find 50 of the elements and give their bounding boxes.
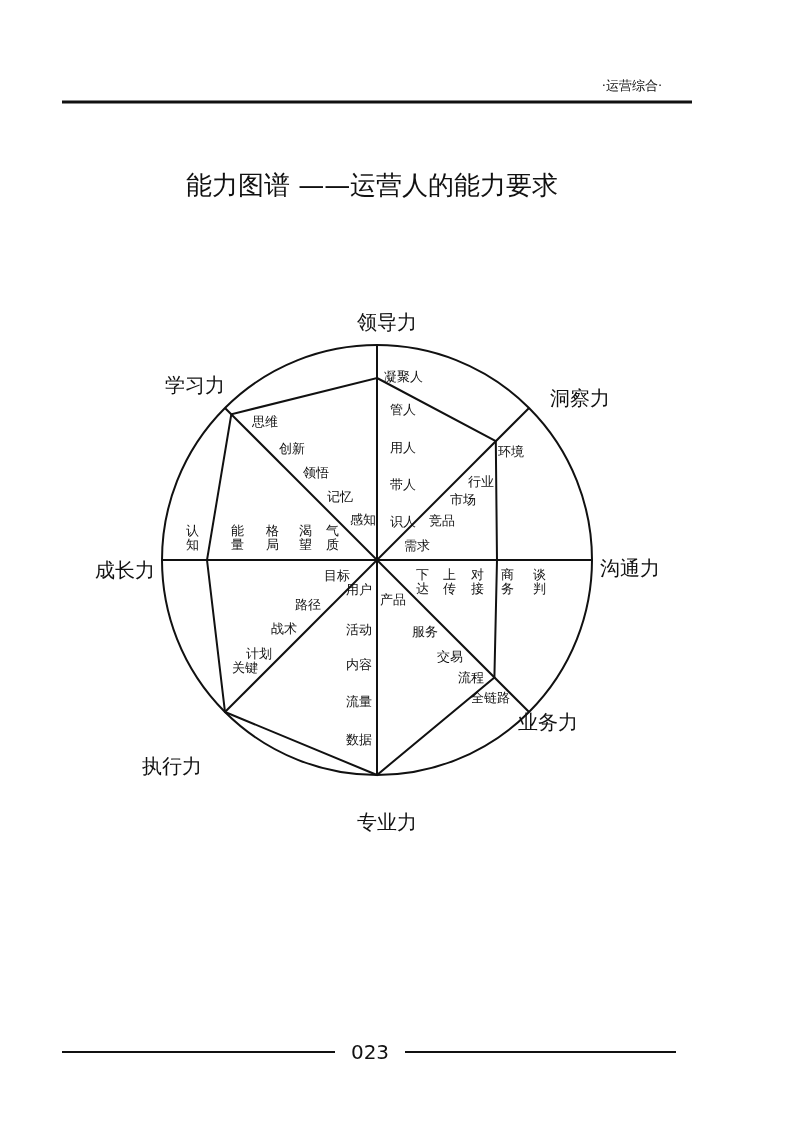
tick-label: 记忆 bbox=[327, 488, 354, 507]
tick-label: 领悟 bbox=[303, 464, 330, 483]
tick-label: 气质 bbox=[325, 524, 339, 552]
tick-label: 格局 bbox=[265, 524, 279, 552]
axis-label: 专业力 bbox=[357, 808, 417, 836]
tick-label: 竞品 bbox=[429, 511, 456, 530]
tick-label: 谈判 bbox=[532, 568, 546, 596]
tick-label: 商务 bbox=[500, 568, 514, 596]
tick-label: 市场 bbox=[450, 490, 477, 509]
tick-label: 战术 bbox=[270, 620, 297, 639]
tick-label: 全链路 bbox=[471, 688, 511, 707]
axis-label: 学习力 bbox=[165, 371, 225, 399]
tick-label: 上传 bbox=[442, 568, 456, 596]
tick-label: 用人 bbox=[390, 439, 416, 457]
tick-label: 计划 bbox=[245, 645, 272, 662]
tick-label: 关键 bbox=[231, 660, 258, 678]
tick-label: 识人 bbox=[390, 513, 416, 531]
tick-label: 流程 bbox=[458, 669, 485, 688]
tick-label: 目标 bbox=[323, 567, 350, 584]
tick-label: 服务 bbox=[412, 623, 439, 642]
tick-label: 产品 bbox=[380, 591, 407, 610]
axis-label: 领导力 bbox=[357, 308, 417, 336]
tick-label: 认知 bbox=[185, 524, 199, 552]
title: 能力图谱 ——运营人的能力要求 bbox=[185, 168, 559, 202]
tick-label: 感知 bbox=[349, 510, 376, 529]
axis-label: 成长力 bbox=[95, 556, 155, 584]
tick-label: 路径 bbox=[295, 595, 322, 614]
tick-label: 内容 bbox=[346, 656, 372, 674]
axis-label: 洞察力 bbox=[550, 384, 610, 412]
header-text: ·运营综合· bbox=[601, 77, 663, 95]
tick-label: 下达 bbox=[415, 568, 429, 596]
tick-label: 对接 bbox=[470, 568, 484, 596]
tick-label: 思维 bbox=[252, 413, 279, 432]
page-number: 023 bbox=[350, 1040, 390, 1064]
tick-label: 能量 bbox=[230, 524, 244, 552]
tick-label: 活动 bbox=[346, 621, 372, 639]
tick-label: 创新 bbox=[279, 440, 305, 458]
tick-label: 凝聚人 bbox=[383, 368, 423, 386]
tick-label: 管人 bbox=[390, 401, 416, 419]
tick-label: 带人 bbox=[390, 476, 416, 494]
tick-label: 行业 bbox=[467, 473, 494, 492]
axis-label: 业务力 bbox=[518, 708, 578, 736]
tick-label: 环境 bbox=[497, 443, 524, 462]
tick-label: 流量 bbox=[346, 693, 372, 711]
axis-label: 沟通力 bbox=[600, 554, 660, 582]
axis-label: 执行力 bbox=[142, 752, 202, 780]
tick-label: 数据 bbox=[346, 731, 372, 749]
tick-label: 渴望 bbox=[298, 524, 312, 552]
tick-label: 交易 bbox=[436, 647, 463, 666]
tick-label: 需求 bbox=[404, 536, 431, 555]
